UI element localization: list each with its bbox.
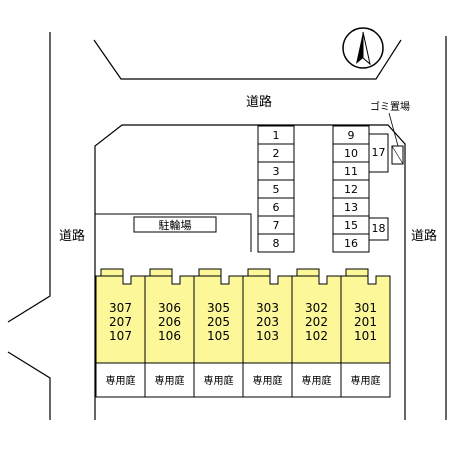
parking-slot-8 [257, 233, 295, 253]
room-number: 207 [109, 315, 132, 329]
road-top-edge [93, 39, 402, 80]
parking-slot-15-label: 15 [344, 219, 358, 232]
apartment-building: 307207107専用庭306206106専用庭305205105専用庭3032… [95, 268, 391, 398]
road-label-left: 道路 [59, 228, 85, 244]
room-number: 306 [158, 301, 181, 315]
room-number: 307 [109, 301, 132, 315]
parking-slot-16 [332, 233, 370, 253]
room-number: 305 [207, 301, 230, 315]
private-yard [340, 362, 391, 398]
room-number: 203 [256, 315, 279, 329]
parking-slot-5-label: 5 [273, 183, 280, 196]
room-number: 106 [158, 329, 181, 343]
parking-slot-8-label: 8 [273, 237, 280, 250]
north-arrow-icon [342, 27, 384, 69]
parking-slot-17-label: 17 [372, 146, 386, 159]
room-number: 201 [354, 315, 377, 329]
bicycle-parking-label: 駐輪場 [159, 218, 192, 232]
room-number: 202 [305, 315, 328, 329]
road-left-edge-lower [7, 351, 51, 420]
parking-slot-10-label: 10 [344, 147, 358, 160]
room-number: 302 [305, 301, 328, 315]
parking-slot-13-label: 13 [344, 201, 358, 214]
parking-slot-11-label: 11 [344, 165, 358, 178]
private-yard-label: 専用庭 [253, 374, 283, 387]
parking-slot-12-label: 12 [344, 183, 358, 196]
parking-slot-18 [368, 217, 389, 241]
room-number: 103 [256, 329, 279, 343]
parking-slot-1-label: 1 [273, 129, 280, 142]
room-number: 107 [109, 329, 132, 343]
parking-slot-3-label: 3 [273, 165, 280, 178]
bicycle-parking-area [95, 213, 252, 252]
private-yard-label: 専用庭 [204, 374, 234, 387]
road-label-right: 道路 [411, 228, 437, 244]
private-yard-label: 専用庭 [155, 374, 185, 387]
room-number: 205 [207, 315, 230, 329]
parking-right-column: 9 10 11 12 13 15 16 [332, 125, 370, 253]
site-boundary [94, 124, 406, 420]
road-label-top: 道路 [246, 94, 272, 110]
private-yard [144, 362, 195, 398]
parking-slot-9-label: 9 [348, 129, 355, 142]
road-left-edge [7, 32, 51, 323]
room-number: 101 [354, 329, 377, 343]
parking-slot-2-label: 2 [273, 147, 280, 160]
private-yard-label: 専用庭 [106, 374, 136, 387]
parking-slot-6-label: 6 [273, 201, 280, 214]
room-number: 206 [158, 315, 181, 329]
room-number: 301 [354, 301, 377, 315]
bicycle-parking-sign [133, 216, 217, 233]
parking-slot-7-label: 7 [273, 219, 280, 232]
parking-slot-16-label: 16 [344, 237, 358, 250]
private-yard-label: 専用庭 [302, 374, 332, 387]
private-yard [193, 362, 244, 398]
private-yard [291, 362, 342, 398]
garbage-area-pointer [388, 112, 399, 147]
room-number: 303 [256, 301, 279, 315]
garbage-area-label: ゴミ置場 [370, 100, 410, 113]
private-yard [95, 362, 146, 398]
parking-left-column: 1 2 3 5 6 7 8 [257, 125, 295, 253]
room-number: 102 [305, 329, 328, 343]
private-yard-label: 専用庭 [351, 374, 381, 387]
parking-slot-18-label: 18 [372, 222, 386, 235]
parking-slot-17 [368, 133, 389, 173]
room-number: 105 [207, 329, 230, 343]
